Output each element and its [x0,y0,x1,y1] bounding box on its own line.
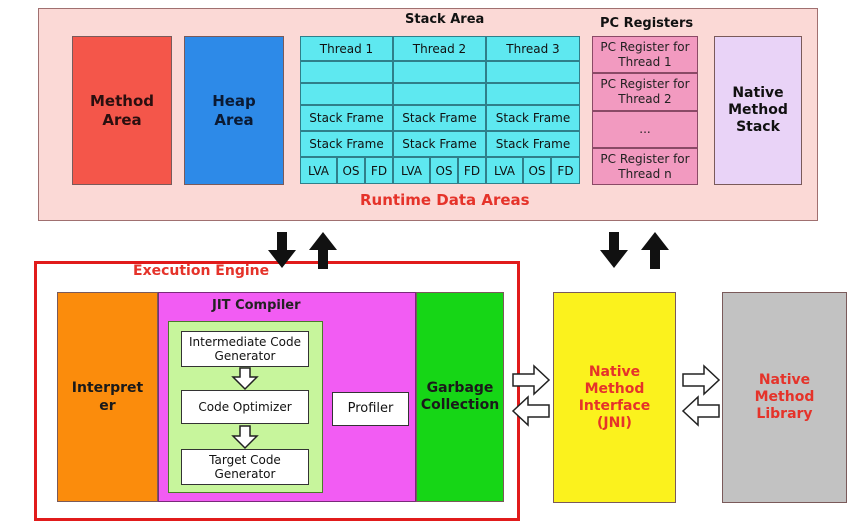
heap-area: Heap Area [184,36,284,185]
thread-3-os-label: OS [528,163,546,178]
native-method-library-label: Native Method Library [754,372,815,422]
hollow-arrow-down-1 [231,367,259,391]
thread-3-frame-1: Stack Frame [486,105,580,131]
hollow-arrow-right-1 [512,364,551,396]
pc-register-ellipsis: ... [592,111,698,148]
method-area-label: Method Area [90,91,154,129]
thread-3-empty-2 [486,83,580,105]
thread-1-header-label: Thread 1 [319,41,374,56]
intermediate-code-generator: Intermediate Code Generator [181,331,309,367]
thread-1-empty-1 [300,61,393,83]
intermediate-code-generator-label: Intermediate Code Generator [189,335,301,363]
profiler: Profiler [332,392,409,426]
thread-1-lva-label: LVA [307,163,330,178]
thread-1-header: Thread 1 [300,36,393,61]
hollow-arrow-down-2 [231,425,259,450]
black-arrow-up-left [309,232,337,269]
thread-2-frame-2-label: Stack Frame [402,137,477,151]
native-method-stack: Native Method Stack [714,36,802,185]
thread-2-os: OS [430,157,458,184]
interpreter: Interpret er [57,292,158,502]
black-arrow-down-right [600,232,628,268]
thread-1-os: OS [337,157,365,184]
black-arrow-up-right [641,232,669,269]
code-optimizer: Code Optimizer [181,390,309,424]
profiler-label: Profiler [347,401,394,416]
thread-2-empty-2 [393,83,486,105]
pc-register-thread-1: PC Register for Thread 1 [592,36,698,73]
pc-register-ellipsis-label: ... [639,122,651,136]
pc-register-thread-1-label: PC Register for Thread 1 [600,39,690,69]
pc-registers: PC Register for Thread 1 PC Register for… [592,36,698,185]
thread-3-empty-1 [486,61,580,83]
thread-3-header: Thread 3 [486,36,580,61]
thread-3-frame-1-label: Stack Frame [495,111,571,125]
thread-1-fd-label: FD [370,163,388,178]
thread-2-lva: LVA [393,157,430,184]
code-optimizer-label: Code Optimizer [198,400,292,414]
hollow-arrow-left-1 [511,395,550,427]
thread-3-fd-label: FD [557,163,574,178]
thread-2-fd-label: FD [463,163,481,178]
thread-3-os: OS [523,157,551,184]
thread-1-os-label: OS [342,163,360,178]
thread-2-fd: FD [458,157,486,184]
thread-3-frame-2: Stack Frame [486,131,580,157]
black-arrow-down-left [268,232,296,268]
stack-area: Thread 1 Stack Frame Stack Frame LVA OS … [300,36,580,184]
thread-2-frame-2: Stack Frame [393,131,486,157]
thread-1-empty-2 [300,83,393,105]
garbage-collection-label: Garbage Collection [420,380,500,413]
thread-2-frame-1-label: Stack Frame [402,111,477,125]
pc-register-thread-n-label: PC Register for Thread n [600,151,690,181]
thread-1-frame-1-label: Stack Frame [309,111,384,125]
native-method-library: Native Method Library [722,292,847,503]
pc-registers-title: PC Registers [600,16,694,31]
thread-2-empty-1 [393,61,486,83]
thread-3-lva-label: LVA [493,163,516,178]
thread-2-header: Thread 2 [393,36,486,61]
thread-1-lva: LVA [300,157,337,184]
thread-1-frame-2-label: Stack Frame [309,137,384,151]
thread-1-fd: FD [365,157,393,184]
pc-register-thread-2-label: PC Register for Thread 2 [600,77,690,106]
heap-area-label: Heap Area [212,91,256,129]
stack-area-title: Stack Area [405,12,485,27]
thread-3-frame-2-label: Stack Frame [495,137,571,151]
interpreter-label: Interpret er [71,380,144,414]
target-code-generator-label: Target Code Generator [209,453,281,481]
runtime-data-areas-label: Runtime Data Areas [360,191,530,209]
method-area: Method Area [72,36,172,185]
thread-2-frame-1: Stack Frame [393,105,486,131]
execution-engine-label: Execution Engine [133,263,270,279]
native-method-interface: Native Method Interface (JNI) [553,292,676,503]
execution-engine-frame [34,261,520,521]
thread-2-lva-label: LVA [400,163,423,178]
pc-register-thread-n: PC Register for Thread n [592,148,698,185]
native-method-interface-label: Native Method Interface (JNI) [578,363,651,431]
jit-compiler-title: JIT Compiler [212,298,301,313]
thread-3-header-label: Thread 3 [506,41,560,56]
garbage-collection: Garbage Collection [416,292,504,502]
thread-3-fd: FD [551,157,580,184]
thread-2-header-label: Thread 2 [412,41,467,56]
pc-register-thread-2: PC Register for Thread 2 [592,73,698,111]
native-method-stack-label: Native Method Stack [728,85,788,135]
target-code-generator: Target Code Generator [181,449,309,485]
thread-2-os-label: OS [435,163,453,178]
hollow-arrow-right-2 [682,364,721,396]
hollow-arrow-left-2 [681,395,720,427]
thread-1-frame-2: Stack Frame [300,131,393,157]
thread-3-lva: LVA [486,157,523,184]
thread-1-frame-1: Stack Frame [300,105,393,131]
